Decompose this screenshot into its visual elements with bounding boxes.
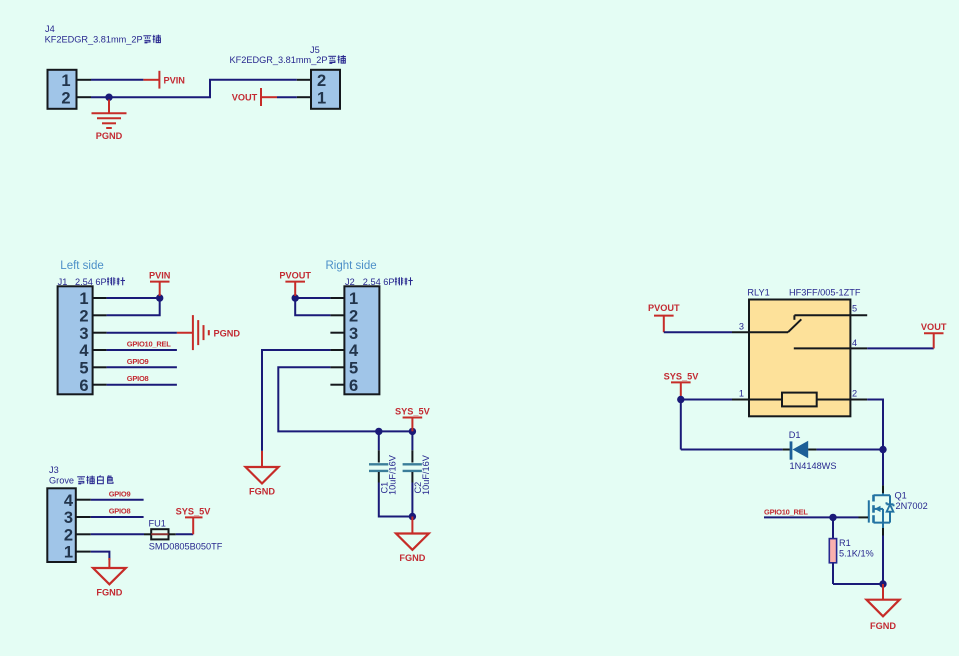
svg-text:FGND: FGND — [249, 487, 275, 497]
svg-text:PVOUT: PVOUT — [648, 303, 680, 313]
svg-text:C2: C2 — [413, 482, 423, 494]
svg-text:Grove: Grove — [49, 476, 74, 486]
svg-text:HF3FF/005-1ZTF: HF3FF/005-1ZTF — [789, 288, 861, 298]
svg-text:GPIO9: GPIO9 — [127, 357, 149, 366]
svg-text:Q1: Q1 — [895, 491, 907, 501]
svg-text:4: 4 — [64, 492, 74, 510]
svg-text:GPIO10_REL: GPIO10_REL — [127, 340, 171, 349]
svg-text:4: 4 — [852, 338, 857, 348]
svg-text:PVIN: PVIN — [149, 271, 171, 281]
svg-text:C1: C1 — [380, 482, 390, 494]
svg-text:1: 1 — [61, 72, 70, 90]
svg-text:5.1K/1%: 5.1K/1% — [839, 549, 874, 559]
svg-text:1: 1 — [79, 290, 88, 308]
svg-text:GPIO9: GPIO9 — [109, 489, 131, 498]
svg-text:2N7002: 2N7002 — [896, 501, 928, 511]
svg-text:3: 3 — [79, 325, 88, 343]
svg-text:2.54 6P: 2.54 6P — [363, 277, 395, 287]
svg-text:6: 6 — [79, 377, 88, 395]
svg-text:KF2EDGR_3.81mm_2P: KF2EDGR_3.81mm_2P — [45, 35, 143, 45]
svg-text:FGND: FGND — [96, 588, 122, 598]
svg-text:2.54 6P: 2.54 6P — [75, 277, 107, 287]
svg-text:4: 4 — [349, 342, 359, 360]
svg-text:2: 2 — [852, 389, 857, 399]
svg-text:1: 1 — [317, 89, 326, 107]
svg-text:1: 1 — [739, 389, 744, 399]
svg-text:GPIO8: GPIO8 — [109, 507, 131, 516]
svg-text:SMD0805B050TF: SMD0805B050TF — [149, 542, 223, 552]
svg-text:10uF/16V: 10uF/16V — [387, 454, 397, 495]
svg-text:Right side: Right side — [326, 260, 377, 272]
svg-text:SYS_5V: SYS_5V — [395, 407, 431, 417]
svg-text:3: 3 — [739, 322, 744, 332]
svg-text:KF2EDGR_3.81mm_2P: KF2EDGR_3.81mm_2P — [230, 55, 328, 65]
svg-text:VOUT: VOUT — [232, 93, 258, 103]
svg-text:GPIO10_REL: GPIO10_REL — [764, 508, 808, 517]
svg-text:2: 2 — [79, 307, 88, 325]
svg-text:VOUT: VOUT — [921, 322, 947, 332]
svg-text:J1: J1 — [58, 277, 68, 287]
svg-text:3: 3 — [64, 509, 73, 527]
svg-text:10uF/16V: 10uF/16V — [421, 454, 431, 495]
svg-text:FGND: FGND — [870, 621, 896, 631]
svg-text:PGND: PGND — [96, 131, 123, 141]
svg-text:J4: J4 — [45, 24, 55, 34]
svg-text:3: 3 — [349, 325, 358, 343]
svg-text:2: 2 — [317, 72, 326, 90]
svg-text:GPIO8: GPIO8 — [127, 374, 149, 383]
svg-text:5: 5 — [349, 359, 358, 377]
svg-text:J3: J3 — [49, 465, 59, 475]
svg-text:2: 2 — [61, 89, 70, 107]
svg-text:D1: D1 — [789, 430, 801, 440]
svg-text:5: 5 — [79, 359, 88, 377]
svg-text:RLY1: RLY1 — [747, 288, 769, 298]
svg-text:2: 2 — [64, 526, 73, 544]
svg-text:1: 1 — [64, 544, 73, 562]
svg-text:4: 4 — [79, 342, 89, 360]
svg-text:R1: R1 — [839, 538, 851, 548]
svg-text:PVOUT: PVOUT — [279, 271, 311, 281]
svg-text:5: 5 — [852, 304, 857, 314]
svg-text:J5: J5 — [310, 45, 320, 55]
svg-text:1: 1 — [349, 290, 358, 308]
svg-text:FGND: FGND — [399, 553, 425, 563]
svg-text:SYS_5V: SYS_5V — [176, 506, 212, 516]
svg-text:PGND: PGND — [214, 329, 241, 339]
svg-text:J2: J2 — [345, 277, 355, 287]
svg-text:1N4148WS: 1N4148WS — [790, 461, 837, 471]
svg-text:SYS_5V: SYS_5V — [664, 372, 700, 382]
svg-text:Left side: Left side — [60, 260, 103, 272]
svg-text:6: 6 — [349, 377, 358, 395]
svg-text:PVIN: PVIN — [164, 76, 186, 86]
svg-text:2: 2 — [349, 307, 358, 325]
svg-text:FU1: FU1 — [149, 519, 166, 529]
